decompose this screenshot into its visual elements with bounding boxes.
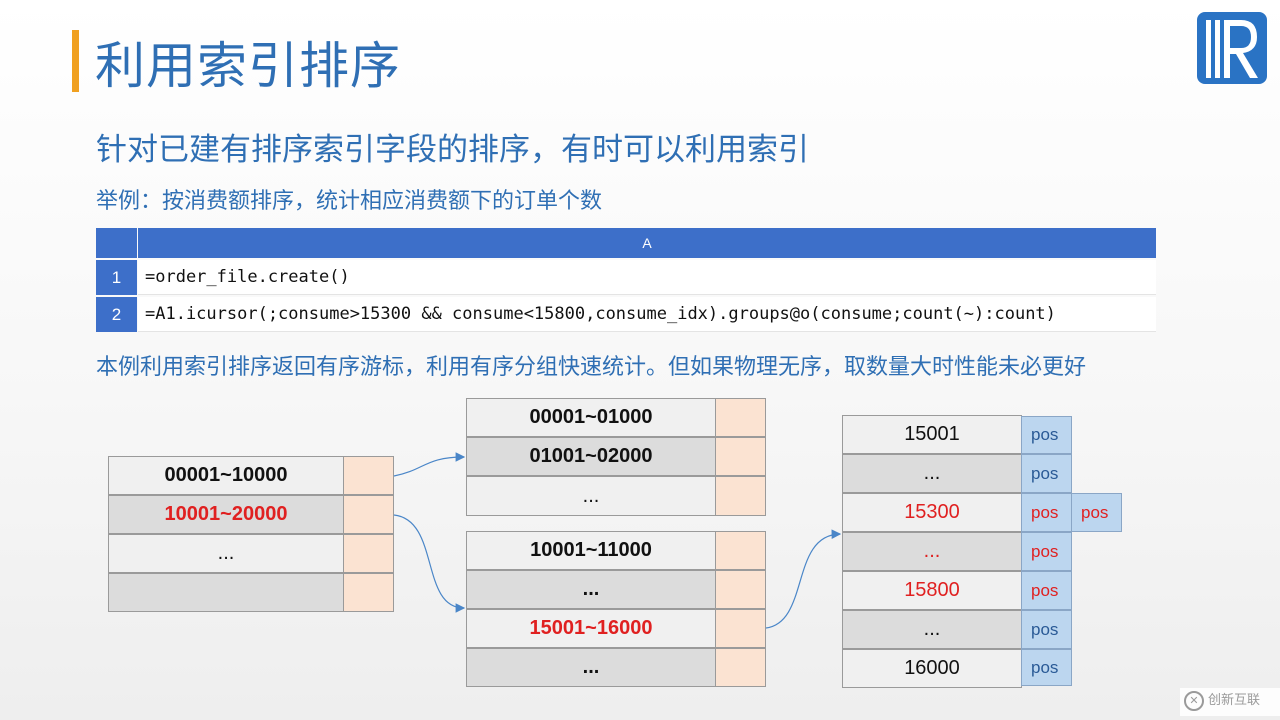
pos-cell: pos xyxy=(1021,649,1072,686)
pointer-cell xyxy=(715,570,766,609)
index-block: 10001~11000 xyxy=(466,531,716,570)
index-block: 10001~20000 xyxy=(108,495,344,534)
value-block: ... xyxy=(842,532,1022,571)
index-block: ... xyxy=(466,476,716,516)
index-block: 00001~10000 xyxy=(108,456,344,495)
arrow-connector xyxy=(393,452,466,477)
logo-x-icon: ✕ xyxy=(1184,691,1204,711)
grid-cell-a2[interactable]: =A1.icursor(;consume>15300 && consume<15… xyxy=(138,297,1156,332)
slide-title: 利用索引排序 xyxy=(95,37,401,95)
grid-cell-a1[interactable]: =order_file.create() xyxy=(138,260,1156,295)
pointer-cell xyxy=(715,609,766,648)
value-block: 16000 xyxy=(842,649,1022,688)
value-block: ... xyxy=(842,454,1022,493)
value-block: 15001 xyxy=(842,415,1022,454)
pos-cell: pos xyxy=(1021,493,1072,532)
pointer-cell xyxy=(715,476,766,516)
arrow-connector xyxy=(393,514,466,613)
index-block: 01001~02000 xyxy=(466,437,716,476)
grid-column-header[interactable]: A xyxy=(138,228,1156,258)
pointer-cell xyxy=(715,437,766,476)
note-text: 本例利用索引排序返回有序游标，利用有序分组快速统计。但如果物理无序，取数量大时性… xyxy=(96,355,1087,380)
code-grid: A 1 =order_file.create() 2 =A1.icursor(;… xyxy=(96,228,1156,332)
index-block: ... xyxy=(466,648,716,687)
grid-row-number[interactable]: 1 xyxy=(96,260,137,295)
pointer-cell xyxy=(343,495,394,534)
pointer-cell xyxy=(715,531,766,570)
index-block: 15001~16000 xyxy=(466,609,716,648)
index-block: 00001~01000 xyxy=(466,398,716,437)
index-block: ... xyxy=(108,534,344,573)
pos-cell: pos xyxy=(1021,454,1072,493)
grid-corner xyxy=(96,228,137,258)
title-accent-bar xyxy=(72,30,79,92)
value-block: 15300 xyxy=(842,493,1022,532)
r-logo-icon xyxy=(1197,12,1267,84)
pos-cell: pos xyxy=(1021,532,1072,571)
pos-cell: pos xyxy=(1021,571,1072,610)
index-block xyxy=(108,573,344,612)
pos-cell: pos xyxy=(1021,416,1072,454)
grid-row-number[interactable]: 2 xyxy=(96,297,137,332)
pointer-cell xyxy=(343,456,394,495)
arrow-connector xyxy=(765,529,842,629)
pos-cell: pos xyxy=(1021,610,1072,649)
example-text: 举例：按消费额排序，统计相应消费额下的订单个数 xyxy=(96,189,603,214)
subtitle: 针对已建有排序索引字段的排序，有时可以利用索引 xyxy=(96,132,809,168)
pointer-cell xyxy=(343,534,394,573)
pos-cell: pos xyxy=(1071,493,1122,532)
pointer-cell xyxy=(343,573,394,612)
watermark-text: 创新互联 xyxy=(1208,693,1261,708)
value-block: 15800 xyxy=(842,571,1022,610)
pointer-cell xyxy=(715,648,766,687)
pointer-cell xyxy=(715,398,766,437)
value-block: ... xyxy=(842,610,1022,649)
